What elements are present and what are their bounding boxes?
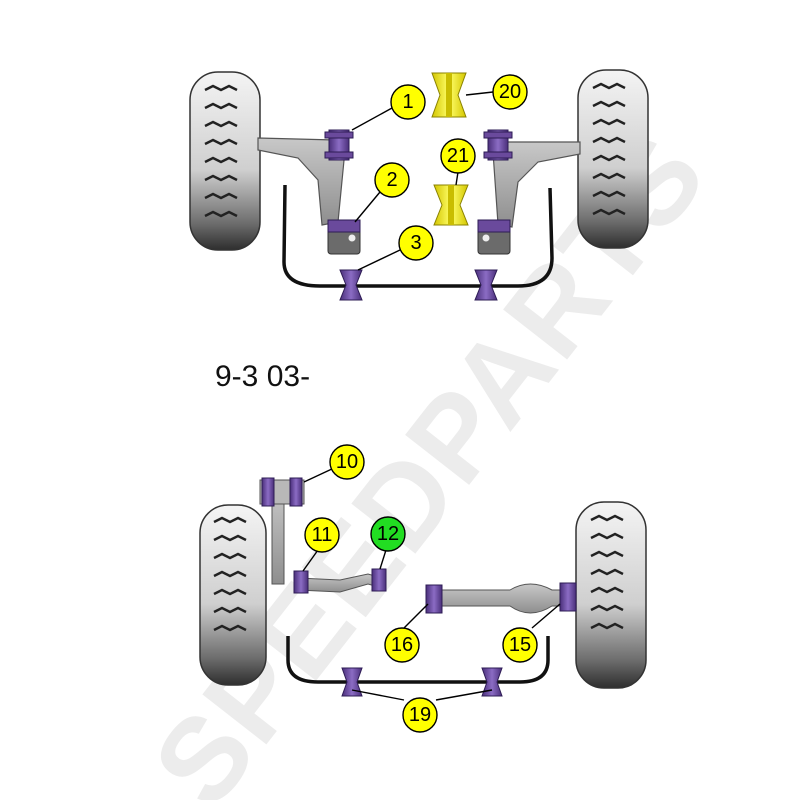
front-anti-roll-bar <box>282 184 554 288</box>
callout-20: 20 <box>492 74 528 110</box>
callout-1: 1 <box>390 84 426 120</box>
callout-21-number: 21 <box>447 145 469 167</box>
bush-2-left <box>327 219 361 255</box>
bush-1-right <box>483 129 513 161</box>
bush-21 <box>433 184 469 226</box>
rear-lower-arm <box>425 582 577 614</box>
bush-20 <box>431 72 467 118</box>
callout-16: 16 <box>384 627 420 663</box>
bush-2-right <box>477 219 511 255</box>
callout-19: 19 <box>402 697 438 733</box>
callout-3-number: 3 <box>410 232 421 254</box>
leader-lines <box>302 91 561 701</box>
callout-10-number: 10 <box>336 451 358 473</box>
rear-lateral-link <box>293 568 387 594</box>
callout-12-number: 12 <box>377 523 399 545</box>
bush-19-right <box>481 667 503 697</box>
callout-21: 21 <box>440 138 476 174</box>
callout-12: 12 <box>370 516 406 552</box>
callout-11-number: 11 <box>312 524 333 546</box>
callout-10: 10 <box>329 444 365 480</box>
front-right-tyre <box>577 69 649 249</box>
rear-axle <box>199 477 647 697</box>
callout-3: 3 <box>398 225 434 261</box>
callout-16-number: 16 <box>391 634 413 656</box>
callout-1-number: 1 <box>402 91 413 113</box>
bush-1-left <box>324 129 354 161</box>
callout-2-number: 2 <box>386 169 397 191</box>
rear-vertical-link <box>259 477 305 585</box>
callout-2: 2 <box>374 162 410 198</box>
callout-15-number: 15 <box>509 634 531 656</box>
callout-19-number: 19 <box>409 704 431 726</box>
front-axle <box>189 69 649 301</box>
rear-left-tyre <box>199 504 267 686</box>
callout-20-number: 20 <box>499 81 521 103</box>
bush-3-right <box>474 269 498 301</box>
front-left-tyre <box>189 71 261 251</box>
bush-19-left <box>341 667 363 697</box>
callout-11: 11 <box>304 517 340 553</box>
model-label: 9-3 03- <box>215 360 311 393</box>
callout-15: 15 <box>502 627 538 663</box>
rear-anti-roll-bar <box>286 636 550 684</box>
bush-3-left <box>339 269 363 301</box>
rear-right-tyre <box>575 501 647 689</box>
